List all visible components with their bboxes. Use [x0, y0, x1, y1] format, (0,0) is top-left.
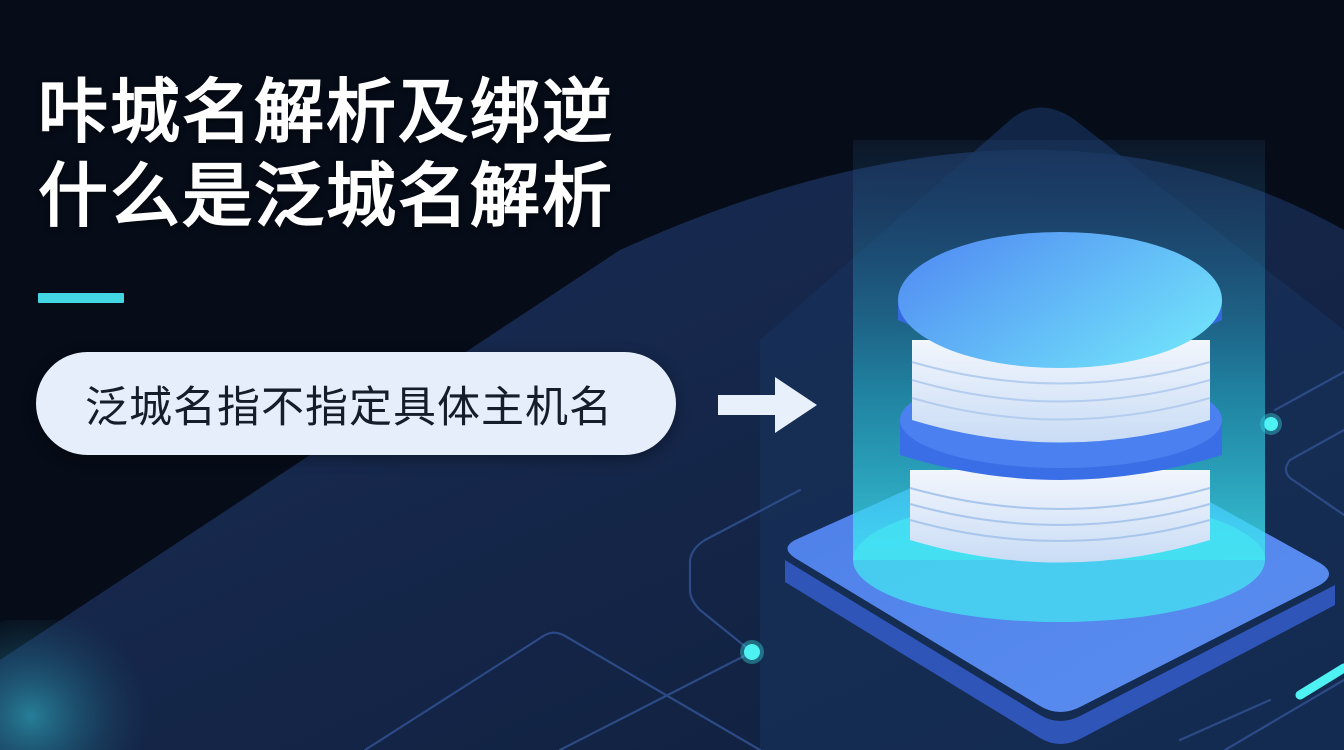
callout-pill: 泛城名指不指定具体主机名: [36, 352, 676, 455]
arrow-right-icon: [718, 377, 817, 433]
title-block: 咔城名解析及绑逆 什么是泛城名解析: [38, 70, 614, 238]
callout-text: 泛城名指不指定具体主机名: [85, 382, 613, 433]
title-line-2: 什么是泛城名解析: [38, 155, 614, 237]
title-line-1: 咔城名解析及绑逆: [38, 71, 614, 153]
accent-divider: [38, 293, 124, 303]
